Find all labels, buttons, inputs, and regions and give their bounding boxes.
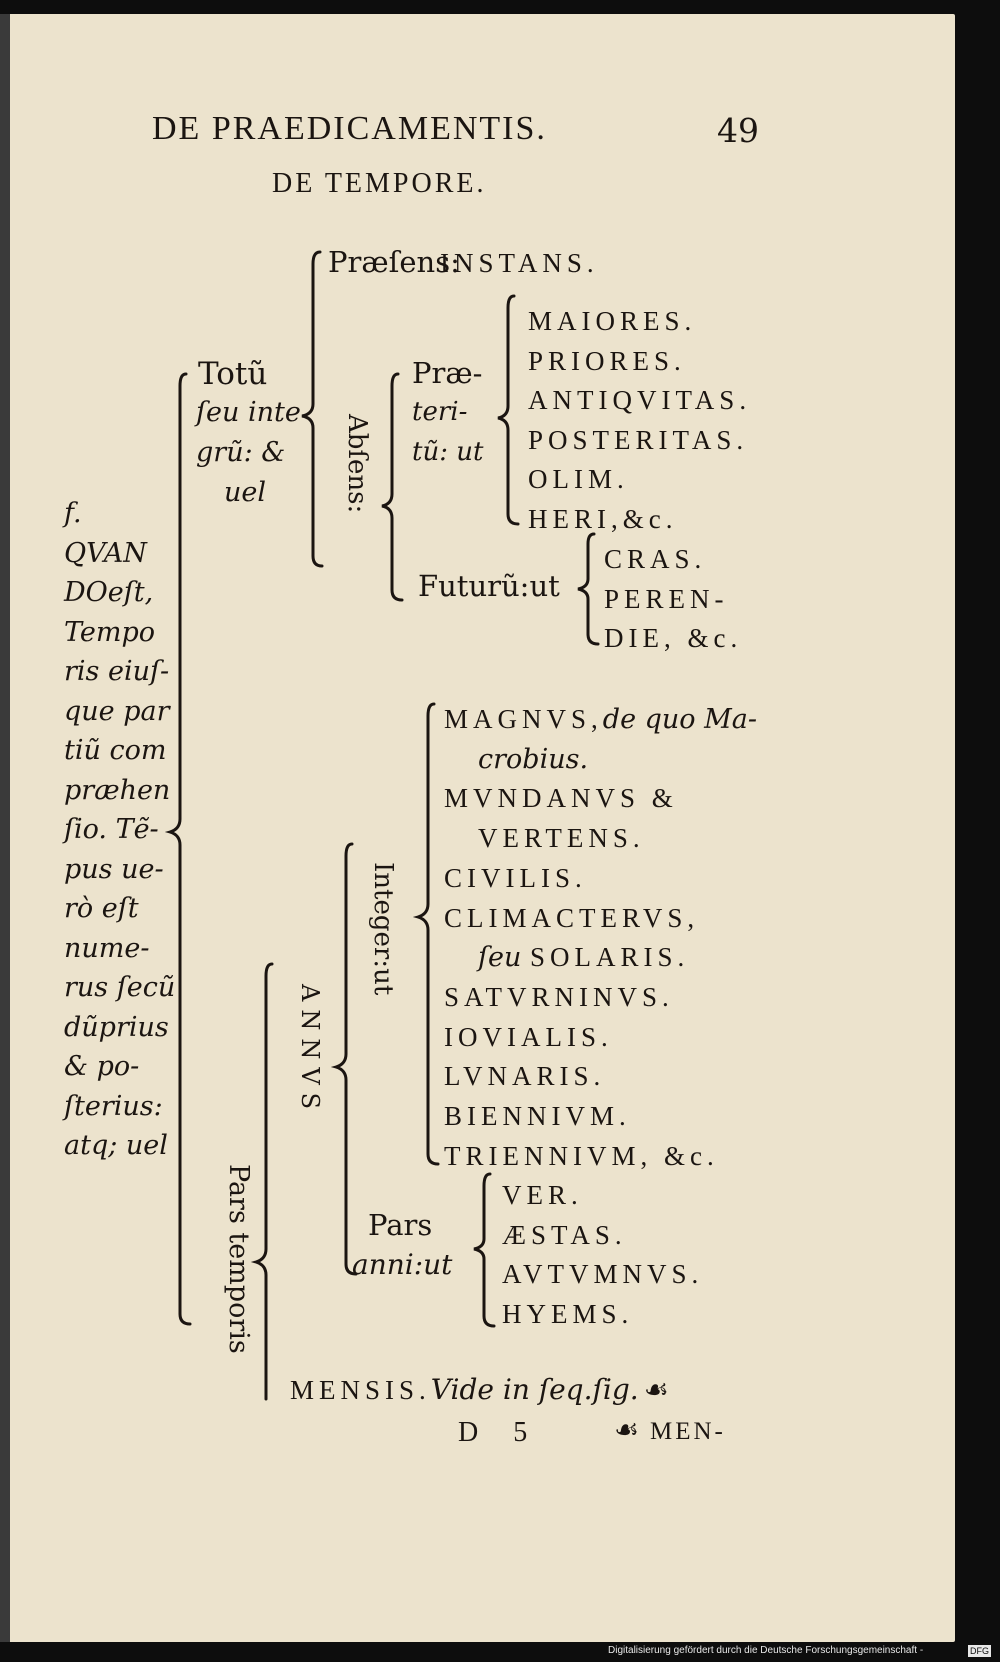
totum-line-3: grũ: & xyxy=(196,437,286,468)
annus-item-note: crobius. xyxy=(478,743,589,775)
definition-line: QVAN xyxy=(64,537,147,569)
bracket-diagram xyxy=(164,250,600,1401)
fleuron-icon-2: ☙ xyxy=(614,1413,640,1446)
praeteritum-item: OLIM. xyxy=(528,464,629,494)
pars-anni-item: ÆSTAS. xyxy=(502,1219,627,1250)
annus-item: CLIMACTERVS, xyxy=(444,902,700,933)
annus-item: crobius. xyxy=(478,746,588,773)
definition-line: ſio. Tẽ- xyxy=(64,814,159,845)
pars-anni-line-2: anni:ut xyxy=(352,1248,453,1281)
praeteritum-line-1: Præ- xyxy=(412,356,483,390)
page-gutter xyxy=(0,14,10,1642)
annus-item-caps: MAGNVS, xyxy=(444,704,603,734)
annus-item: CIVILIS. xyxy=(444,862,587,893)
annus-item-caps: TRIENNIVM, &c. xyxy=(444,1140,719,1171)
book-page: DE PRAEDICAMENTIS. 49 DE TEMPORE. f. QVAN… xyxy=(0,14,955,1642)
mensis-caps: MENSIS. xyxy=(290,1375,431,1405)
definition-line: ris eiuſ- xyxy=(64,656,170,687)
praesens-label: Præſens: xyxy=(328,245,460,279)
definition-line: Tempo xyxy=(64,616,156,648)
integer-bracket xyxy=(412,702,440,1166)
annus-item-caps: SATVRNINVS. xyxy=(444,981,674,1012)
praeteritum-line-2: teri- xyxy=(412,397,468,427)
annus-item-note: de quo Ma- xyxy=(602,704,758,735)
totum-line-2: ſeu inte xyxy=(196,397,301,428)
annus-item: TRIENNIVM, &c. xyxy=(444,1140,719,1171)
praeteritum-item: ANTIQVITAS. xyxy=(528,385,752,415)
praeteritum-bracket xyxy=(497,294,520,526)
praeteritum-line-3: tũ: ut xyxy=(412,437,484,467)
totum-line-1: Totũ xyxy=(198,356,268,392)
pars-anni-line-1: Pars xyxy=(368,1208,433,1242)
section-title: DE TEMPORE. xyxy=(272,168,487,199)
praeteritum-item: POSTERITAS. xyxy=(528,424,749,455)
mensis-note: Vide in ſeq.ſig. xyxy=(430,1373,639,1406)
definition-line: atq; uel xyxy=(64,1130,168,1161)
pars-anni-item: VER. xyxy=(502,1180,583,1210)
pars-anni-item: HYEMS. xyxy=(502,1298,634,1329)
praeteritum-item: MAIORES. xyxy=(528,306,697,336)
praeteritum-item: HERI,&c. xyxy=(528,503,678,534)
definition-line: & po- xyxy=(64,1051,140,1082)
praeteritum-item: PRIORES. xyxy=(528,345,686,376)
annus-item: ſeu SOLARIS. xyxy=(478,942,690,974)
absens-bracket xyxy=(381,372,404,602)
pars-anni-bracket xyxy=(473,1172,496,1328)
annus-item: IOVIALIS. xyxy=(444,1021,613,1052)
catchword: MEN- xyxy=(650,1418,726,1445)
annus-item-caps: CIVILIS. xyxy=(444,862,587,893)
definition-line: ſterius: xyxy=(64,1090,163,1122)
annus-item-caps: BIENNIVM. xyxy=(444,1101,631,1131)
definition-line: rò eſt xyxy=(64,893,139,924)
signature-mark: D 5 xyxy=(458,1417,542,1448)
annus-item-caps: CLIMACTERVS, xyxy=(444,902,700,933)
definition-line: rus ſecũ xyxy=(64,972,176,1003)
annus-item-caps: SOLARIS. xyxy=(529,942,690,973)
praesens-value: INSTANS. xyxy=(440,248,599,278)
annus-item-caps: VERTENS. xyxy=(478,823,645,854)
annus-item: BIENNIVM. xyxy=(444,1103,631,1130)
annus-item-caps: LVNARIS. xyxy=(444,1061,606,1092)
definition-line: que par xyxy=(64,695,170,727)
definition-line: nume- xyxy=(64,932,150,964)
annus-item: SATVRNINVS. xyxy=(444,981,674,1012)
futurum-item: DIE, &c. xyxy=(604,623,743,653)
definition-line: f. xyxy=(64,498,82,529)
annus-bracket xyxy=(330,842,358,1276)
annus-item-caps: IOVIALIS. xyxy=(444,1021,613,1052)
page-number: 49 xyxy=(717,111,759,150)
annus-item: VERTENS. xyxy=(478,825,645,852)
annus-item-note: ſeu xyxy=(478,942,530,974)
dfg-logo: DFG xyxy=(968,1645,991,1657)
annus-item: MAGNVS,de quo Ma- xyxy=(444,704,758,735)
futurum-item: PEREN- xyxy=(604,583,729,614)
annus-item: LVNARIS. xyxy=(444,1063,605,1090)
definition-line: pus ue- xyxy=(64,853,164,885)
digitization-credit: Digitalisierung gefördert durch die Deut… xyxy=(608,1645,924,1656)
totum-bracket xyxy=(301,250,324,568)
annus-item: MVNDANVS & xyxy=(444,785,678,812)
futurum-item: CRAS. xyxy=(604,544,707,574)
definition-line: dũprius xyxy=(64,1011,169,1043)
pars-anni-item: AVTVMNVS. xyxy=(502,1259,704,1289)
futurum-bracket xyxy=(577,532,600,646)
mensis-line: MENSIS.Vide in ſeq.ſig. ☙ xyxy=(290,1376,669,1404)
definition-line: tiũ com xyxy=(64,735,167,766)
running-title: DE PRAEDICAMENTIS. xyxy=(152,110,547,147)
annus-item-caps: MVNDANVS & xyxy=(444,783,678,814)
main-bracket xyxy=(164,372,192,1326)
definition-line: DOeſt, xyxy=(64,577,154,608)
pars-temporis-bracket xyxy=(250,962,274,1401)
fleuron-icon: ☙ xyxy=(643,1373,669,1406)
definition-line: præhen xyxy=(64,774,171,806)
totum-line-4: uel xyxy=(224,477,267,508)
futurum-label: Futurũ:ut xyxy=(418,569,560,603)
